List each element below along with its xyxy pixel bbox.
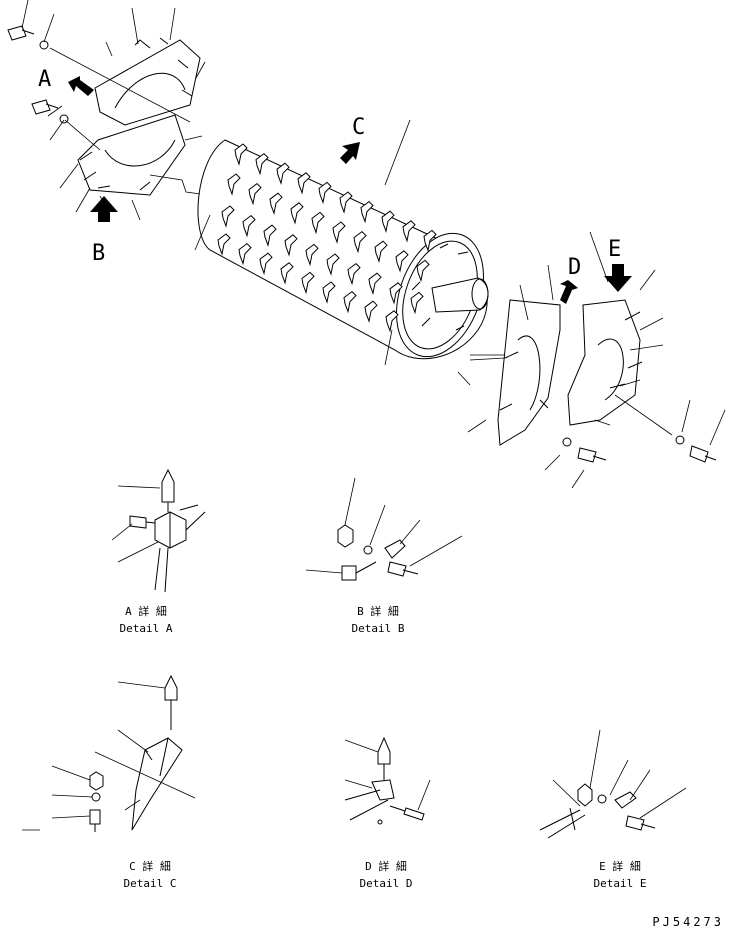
drum-tooth	[374, 240, 388, 264]
drum-tooth	[423, 229, 437, 253]
drum-tooth	[297, 172, 311, 195]
drum-tooth	[343, 290, 357, 314]
drum-tooth	[410, 291, 424, 315]
drum-teeth	[217, 143, 437, 333]
drum-tooth	[322, 281, 336, 304]
drum-tooth	[332, 221, 346, 244]
arrow-a-icon	[68, 76, 94, 96]
view-label-e: E	[608, 237, 621, 262]
view-label-a: A	[38, 67, 51, 92]
detail-b-drawing	[305, 477, 463, 581]
view-label-c: C	[352, 115, 365, 140]
drum-tooth	[301, 271, 315, 295]
drum-tooth	[339, 191, 353, 214]
left-upper-side-plate	[94, 37, 201, 126]
detail-e-drawing	[539, 729, 687, 839]
arrow-b-icon	[90, 196, 118, 222]
arrow-e-icon	[604, 264, 632, 292]
drum-tooth	[416, 259, 430, 283]
drum-tooth	[364, 300, 378, 324]
right-outer-side-plate	[567, 299, 643, 426]
drum-tooth	[347, 262, 361, 286]
detail-a-caption-jp: A 詳 細	[125, 604, 167, 618]
left-bolts	[7, 25, 69, 124]
detail-a-caption-en: Detail A	[120, 622, 173, 635]
arrow-c-icon	[340, 142, 360, 164]
drum-tooth	[263, 224, 277, 248]
drum-tooth	[227, 173, 241, 196]
detail-d-caption-en: Detail D	[360, 877, 413, 890]
left-lower-side-plate	[77, 114, 186, 196]
drum-tooth	[259, 252, 273, 276]
detail-b-caption-en: Detail B	[352, 622, 405, 635]
drum-tooth	[290, 202, 304, 225]
drum-tooth	[381, 210, 395, 234]
drum-tooth	[353, 230, 367, 254]
detail-c-caption-en: Detail C	[124, 877, 177, 890]
arrow-d-icon	[560, 280, 578, 304]
drum-tooth	[255, 152, 269, 176]
drum-tooth	[326, 253, 340, 276]
drum-tooth	[217, 233, 231, 256]
detail-c-drawing	[22, 674, 196, 832]
detail-a-drawing	[111, 468, 206, 593]
detail-d-drawing	[344, 736, 431, 825]
drum-tooth	[269, 192, 283, 216]
drum-tooth	[276, 162, 290, 186]
detail-e-caption-jp: E 詳 細	[599, 859, 641, 873]
right-inner-side-plate	[497, 299, 561, 446]
drum-tooth	[248, 182, 262, 206]
drum-tooth	[305, 243, 319, 267]
detail-e-caption-en: Detail E	[594, 877, 647, 890]
detail-b-caption-jp: B 詳 細	[357, 604, 399, 618]
drum-tooth	[242, 214, 256, 238]
drawing-number: PJ54273	[652, 915, 724, 929]
drum-leader-lines	[194, 119, 505, 386]
drum-tooth	[284, 234, 298, 257]
right-leader-lines	[467, 231, 726, 489]
drum-tooth	[395, 250, 409, 273]
drum-tooth	[368, 272, 382, 296]
drum-tooth	[360, 200, 374, 224]
drum-tooth	[389, 282, 403, 305]
detail-d-caption-jp: D 詳 細	[365, 859, 407, 873]
drum-tooth	[221, 205, 235, 228]
view-label-b: B	[92, 241, 105, 266]
drum-tooth	[311, 211, 325, 235]
drum-tooth	[234, 143, 248, 166]
right-bolts	[562, 435, 717, 463]
view-label-d: D	[568, 255, 581, 280]
detail-c-caption-jp: C 詳 細	[129, 859, 171, 873]
drum-tooth	[318, 181, 332, 205]
drum-tooth	[402, 220, 416, 243]
drum-tooth	[385, 310, 399, 333]
drum-tooth	[238, 242, 252, 266]
drum-tooth	[280, 262, 294, 285]
